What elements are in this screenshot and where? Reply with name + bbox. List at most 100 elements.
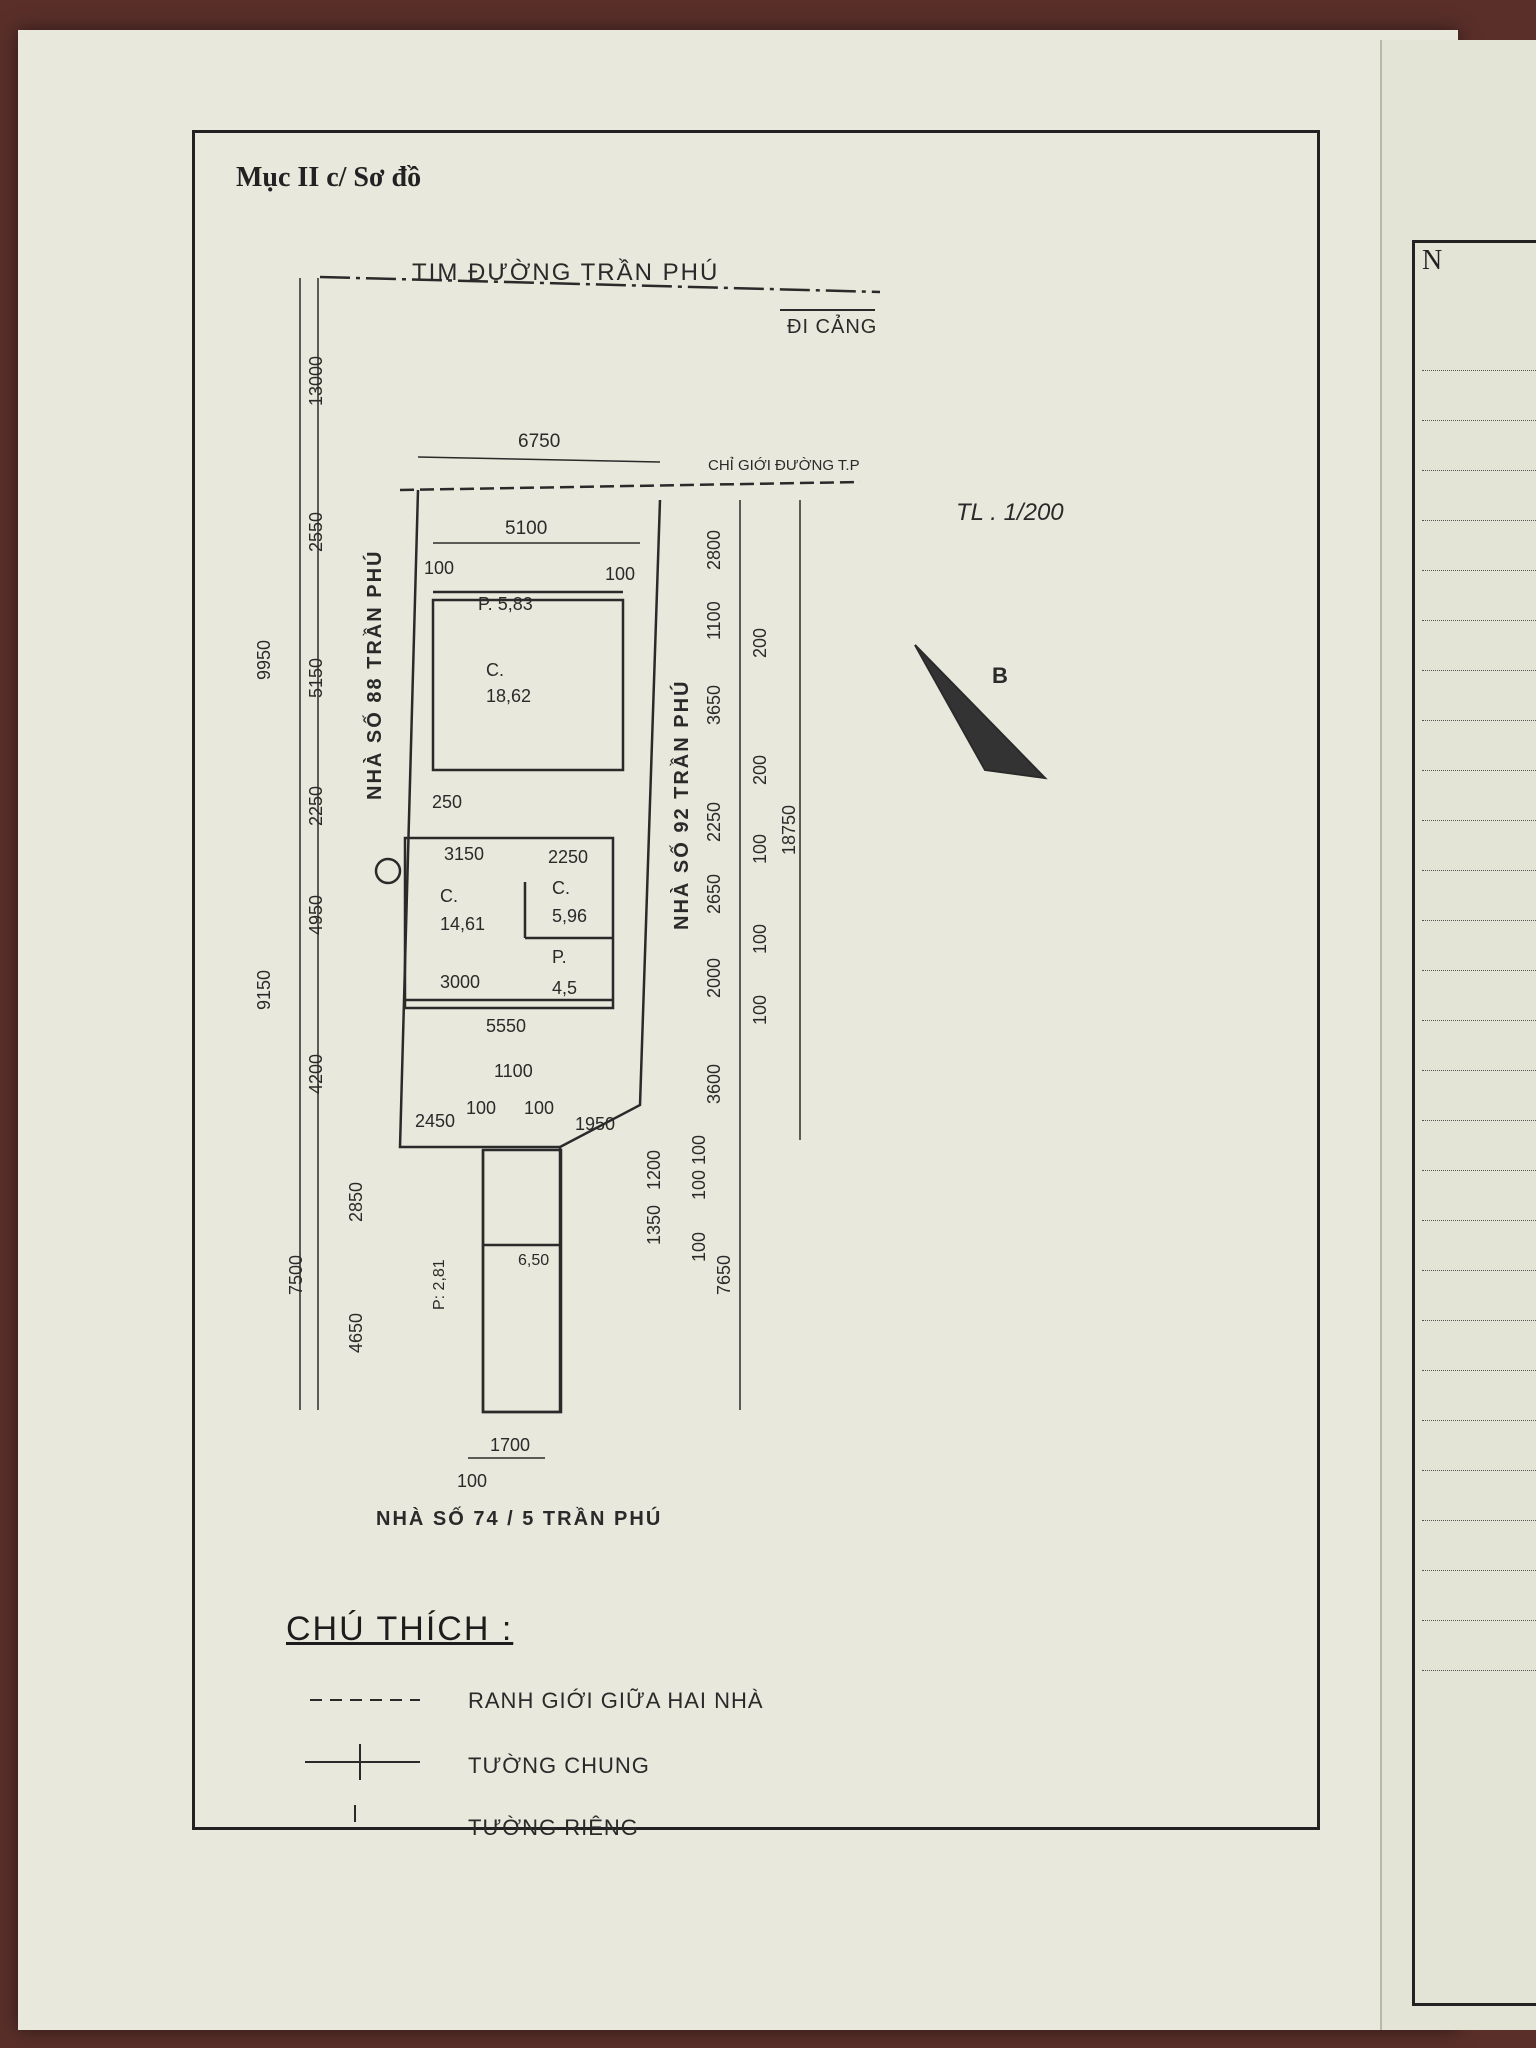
dim-top-width: 6750 xyxy=(518,431,560,452)
neighbor-right-label: NHÀ SỐ 92 TRẦN PHÚ xyxy=(669,680,693,930)
lot-outline xyxy=(398,489,562,1414)
dim-1950: 1950 xyxy=(575,1114,615,1134)
room-annex xyxy=(481,1148,563,1414)
dim-right-18750: 18750 xyxy=(779,805,799,855)
dotted-line xyxy=(1422,420,1536,421)
legend-item-shared-wall: TƯỜNG CHUNG xyxy=(468,1753,650,1778)
room-main xyxy=(431,598,625,772)
dotted-line xyxy=(1422,1170,1536,1171)
dim-3150: 3150 xyxy=(444,844,484,864)
dim-right-1100: 1100 xyxy=(704,601,724,640)
room-label: C. xyxy=(486,660,504,680)
dim-1700: 1700 xyxy=(490,1435,530,1455)
legend-item-boundary: RANH GIỚI GIỮA HAI NHÀ xyxy=(468,1688,764,1713)
dotted-line xyxy=(1422,1570,1536,1571)
dim-100b: 100 xyxy=(524,1098,554,1118)
dim-right-3600: 3600 xyxy=(704,1064,724,1104)
dim-right-2650: 2650 xyxy=(704,874,724,914)
dotted-line xyxy=(1422,770,1536,771)
adjacent-letter: N xyxy=(1422,245,1443,276)
dotted-line xyxy=(1422,670,1536,671)
dotted-line xyxy=(1422,970,1536,971)
dotted-line xyxy=(1422,470,1536,471)
dotted-line xyxy=(1422,520,1536,521)
document-sheet xyxy=(18,30,1458,2030)
dim-left-2250: 2250 xyxy=(306,786,326,826)
dim-100c: 100 xyxy=(457,1471,487,1491)
dim-1100: 1100 xyxy=(494,1061,533,1081)
lot-right-wall xyxy=(559,499,662,1149)
room-label: P: 2,81 xyxy=(431,1259,448,1310)
dim-left-9950: 9950 xyxy=(254,640,274,680)
dim-100a: 100 xyxy=(466,1098,496,1118)
road-boundary-line xyxy=(399,480,861,492)
dotted-line xyxy=(1422,1370,1536,1371)
boundary-label: CHỈ GIỚI ĐƯỜNG T.P xyxy=(708,457,860,474)
dotted-line xyxy=(1422,620,1536,621)
dotted-line xyxy=(1422,820,1536,821)
direction-label: ĐI CẢNG xyxy=(787,315,877,338)
dim-left-4650: 4650 xyxy=(346,1313,366,1353)
reference-marker-icon xyxy=(374,857,402,885)
dim-left-13000: 13000 xyxy=(306,356,326,406)
room-middle xyxy=(403,836,615,1010)
dim-3000: 3000 xyxy=(440,972,480,992)
dim-right-100d: 100 xyxy=(689,1135,709,1165)
room-area: 5,96 xyxy=(552,906,587,926)
room-label: P. xyxy=(552,947,567,967)
dotted-line xyxy=(1422,1270,1536,1271)
top-width-dim xyxy=(417,456,661,463)
room-area: 6,50 xyxy=(518,1252,549,1269)
dim-left-5150: 5150 xyxy=(306,658,326,698)
room-label: C. xyxy=(440,886,458,906)
dim-left-4950: 4950 xyxy=(306,895,326,935)
dotted-line xyxy=(1422,870,1536,871)
dotted-line xyxy=(1422,1670,1536,1671)
dotted-line xyxy=(1422,1070,1536,1071)
dim-5550: 5550 xyxy=(486,1016,526,1036)
dotted-line xyxy=(1422,1020,1536,1021)
dim-inner-width: 5100 xyxy=(505,518,547,539)
street-label: TIM ĐƯỜNG TRẦN PHÚ xyxy=(412,258,719,286)
room-area: 14,61 xyxy=(440,914,485,934)
dim-right-100b: 100 xyxy=(750,924,770,954)
dotted-line xyxy=(1422,570,1536,571)
adjacent-frame xyxy=(1412,240,1536,2006)
dim-right-2000: 2000 xyxy=(704,958,724,998)
dotted-line xyxy=(1422,1120,1536,1121)
dim-left-9150: 9150 xyxy=(254,970,274,1010)
north-label: B xyxy=(992,663,1008,688)
dim-right-100f: 100 xyxy=(689,1232,709,1262)
dotted-line xyxy=(1422,1620,1536,1621)
dotted-line xyxy=(1422,1520,1536,1521)
dim-right-100e: 100 xyxy=(689,1170,709,1200)
dim-right-7650: 7650 xyxy=(714,1255,734,1295)
dim-right-3650: 3650 xyxy=(704,685,724,725)
room-label: P. 5,83 xyxy=(478,594,533,614)
dotted-line xyxy=(1422,370,1536,371)
dotted-line xyxy=(1422,1220,1536,1221)
dotted-line xyxy=(1422,720,1536,721)
dotted-line xyxy=(1422,1470,1536,1471)
street-centerline xyxy=(319,275,881,294)
section-heading: Mục II c/ Sơ đồ xyxy=(236,162,422,193)
dotted-line xyxy=(1422,1420,1536,1421)
legend-item-private-wall: TƯỜNG RIÊNG xyxy=(468,1815,639,1840)
drawing-frame xyxy=(192,130,1320,1830)
dotted-line xyxy=(1422,920,1536,921)
legend-title: CHÚ THÍCH : xyxy=(286,1610,514,1648)
dim-2250: 2250 xyxy=(548,847,588,867)
dim-right-100a: 100 xyxy=(750,834,770,864)
room-area: 18,62 xyxy=(486,686,531,706)
room-area: 4,5 xyxy=(552,978,577,998)
neighbor-left-label: NHÀ SỐ 88 TRẦN PHÚ xyxy=(362,550,386,800)
dim-right-200a: 200 xyxy=(750,628,770,658)
dim-left-2550: 2550 xyxy=(306,512,326,552)
neighbor-bottom-label: NHÀ SỐ 74 / 5 TRẦN PHÚ xyxy=(376,1506,662,1530)
dotted-line xyxy=(1422,1320,1536,1321)
dim-right-2250: 2250 xyxy=(704,802,724,842)
dim-right-1350: 1350 xyxy=(644,1205,664,1245)
dim-margin-right: 100 xyxy=(605,564,635,584)
dim-left-7500: 7500 xyxy=(286,1255,306,1295)
